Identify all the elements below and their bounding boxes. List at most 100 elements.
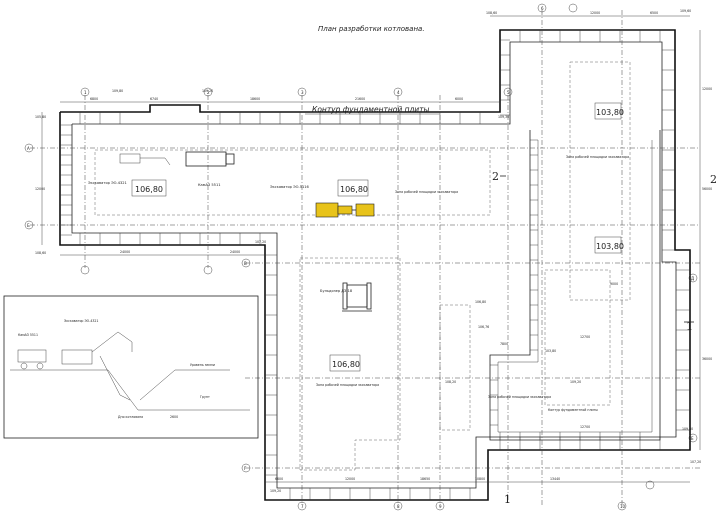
elevation-3: 103,80 — [596, 108, 624, 117]
dim-top-5: 6000 — [455, 97, 463, 101]
dim-top-1: 6800 — [90, 97, 98, 101]
dim-bot-3: 18650 — [420, 477, 430, 481]
slab-contour-5 — [544, 269, 611, 406]
dim-inner-3: 9000 — [610, 282, 618, 286]
dim-bot-4: 13440 — [550, 477, 560, 481]
dimension-lines — [41, 15, 701, 483]
slab-contour-2 — [299, 257, 401, 471]
dim-top-6: 12000 — [590, 11, 600, 15]
axis-label-7: 7 — [301, 504, 304, 509]
slope-top-line — [71, 41, 677, 489]
inset-bottom-label: Дно котлована — [118, 415, 143, 419]
level-9: 106,76 — [478, 325, 489, 329]
small-excavator-label: Экскаватор ЭО-4321 — [88, 181, 127, 185]
axis-label-d: Д — [691, 276, 694, 281]
axis-label-10: 10 — [620, 504, 626, 509]
elevation-5: 106,80 — [332, 360, 360, 369]
dim-top-7: 6500 — [650, 11, 658, 15]
section-mark-1-bottom: 1 — [504, 493, 511, 506]
elevation-2: 106,80 — [340, 185, 368, 194]
level-3: 109,20 — [202, 89, 213, 93]
elevation-1: 106,80 — [135, 185, 163, 194]
deep-zone-outline — [489, 130, 661, 441]
inset-level-label: Уровень земли — [190, 363, 215, 367]
pit-outline-upper — [59, 29, 691, 501]
level-11: 109,20 — [270, 489, 281, 493]
level-8: 106,80 — [475, 300, 486, 304]
level-10: 107,20 — [690, 460, 701, 464]
small-excavator-symbol — [119, 153, 171, 166]
main-excavator-symbol — [315, 202, 375, 218]
dim-left-3: 12000 — [35, 187, 45, 191]
deep-zone-inner — [497, 140, 653, 433]
deep-zone-hatching — [490, 139, 641, 440]
bulldozer-label: Бульдозер ДЗ-18 — [320, 289, 353, 293]
axis-label-b: Б — [27, 223, 30, 228]
dim-inner-4: 7800 — [500, 342, 508, 346]
section-mark-2-right: 2 — [710, 173, 717, 186]
main-excavator-label: Экскаватор ЭО-5116 — [270, 185, 310, 189]
dim-right-3: 36000 — [702, 357, 712, 361]
dump-truck-symbol — [185, 151, 235, 167]
slope-hatching — [60, 30, 690, 500]
axis-label-6: 6 — [541, 6, 544, 11]
dim-inner-1: 12700 — [580, 335, 590, 339]
elevation-4: 103,80 — [596, 242, 624, 251]
inset-truck-label: КамАЗ 5511 — [18, 333, 38, 337]
level-4: 108,60 — [35, 251, 46, 255]
bulldozer-symbol — [342, 282, 372, 312]
dim-bot-1: 6600 — [275, 477, 283, 481]
elevation-boxes — [131, 102, 622, 372]
dim-bot-5: 10800 — [475, 477, 485, 481]
axis-label-5: 5 — [507, 90, 510, 95]
inset-excavator-label: Экскаватор ЭО-4321 — [64, 319, 98, 323]
axis-label-3: 3 — [301, 90, 304, 95]
dim-top-3: 18600 — [250, 97, 260, 101]
inset-ground-label: Грунт — [200, 395, 210, 399]
contour-label-2: Контур фундаментной плиты — [548, 408, 598, 412]
level-15: 108,20 — [445, 380, 456, 384]
inset-dimension: 2600 — [170, 415, 178, 419]
dim-bot-2: 12000 — [345, 477, 355, 481]
axis-label-9: 9 — [439, 504, 442, 509]
dump-truck-label: КамАЗ 5511 — [198, 183, 221, 187]
level-16: 109,20 — [570, 380, 581, 384]
section-mark-2-left: 2 — [492, 170, 499, 183]
axis-label-1: 1 — [84, 90, 87, 95]
inset-frame — [3, 295, 259, 439]
work-area-note-2: Зона рабочей площадки экскаватора — [566, 155, 629, 159]
slab-contour-1 — [94, 149, 491, 216]
axis-label-v: В — [244, 261, 247, 266]
dim-right-1: 12000 — [702, 87, 712, 91]
slab-contour-4 — [439, 304, 471, 431]
axis-label-g: Г — [244, 466, 247, 471]
work-area-note-3: Зона рабочей площадки экскаватора — [316, 383, 379, 387]
dim-left-1: 24000 — [120, 250, 130, 254]
axis-label-8: 8 — [397, 504, 400, 509]
dim-right-2: 56000 — [702, 187, 712, 191]
dim-top-4: 21600 — [355, 97, 365, 101]
axis-label-4: 4 — [397, 90, 400, 95]
axis-bubbles — [24, 3, 698, 511]
work-area-note-4: Зона рабочей площадки экскаватора — [488, 395, 551, 399]
dim-left-2: 24000 — [230, 250, 240, 254]
level-7: 109,60 — [680, 9, 691, 13]
level-2: 109,80 — [112, 89, 123, 93]
axis-label-e: Е — [691, 436, 694, 441]
axis-label-2: 2 — [207, 90, 210, 95]
level-1: 105,80 — [35, 115, 46, 119]
plan-title: План разработки котлована. — [318, 25, 425, 33]
work-area-note-1: Зона рабочей площадки экскаватора — [395, 190, 458, 194]
grid-axes — [30, 10, 700, 505]
slab-contour-3 — [569, 61, 631, 301]
dim-top-2: 6740 — [150, 97, 158, 101]
inset-drawing — [10, 331, 250, 411]
axis-label-a: А — [27, 146, 30, 151]
section-mark-1-right: 1 — [686, 320, 693, 333]
dim-inner-2: 12700 — [580, 425, 590, 429]
level-5: 107,20 — [255, 240, 266, 244]
level-6: 108,60 — [486, 11, 497, 15]
level-12: 103,80 — [545, 349, 556, 353]
